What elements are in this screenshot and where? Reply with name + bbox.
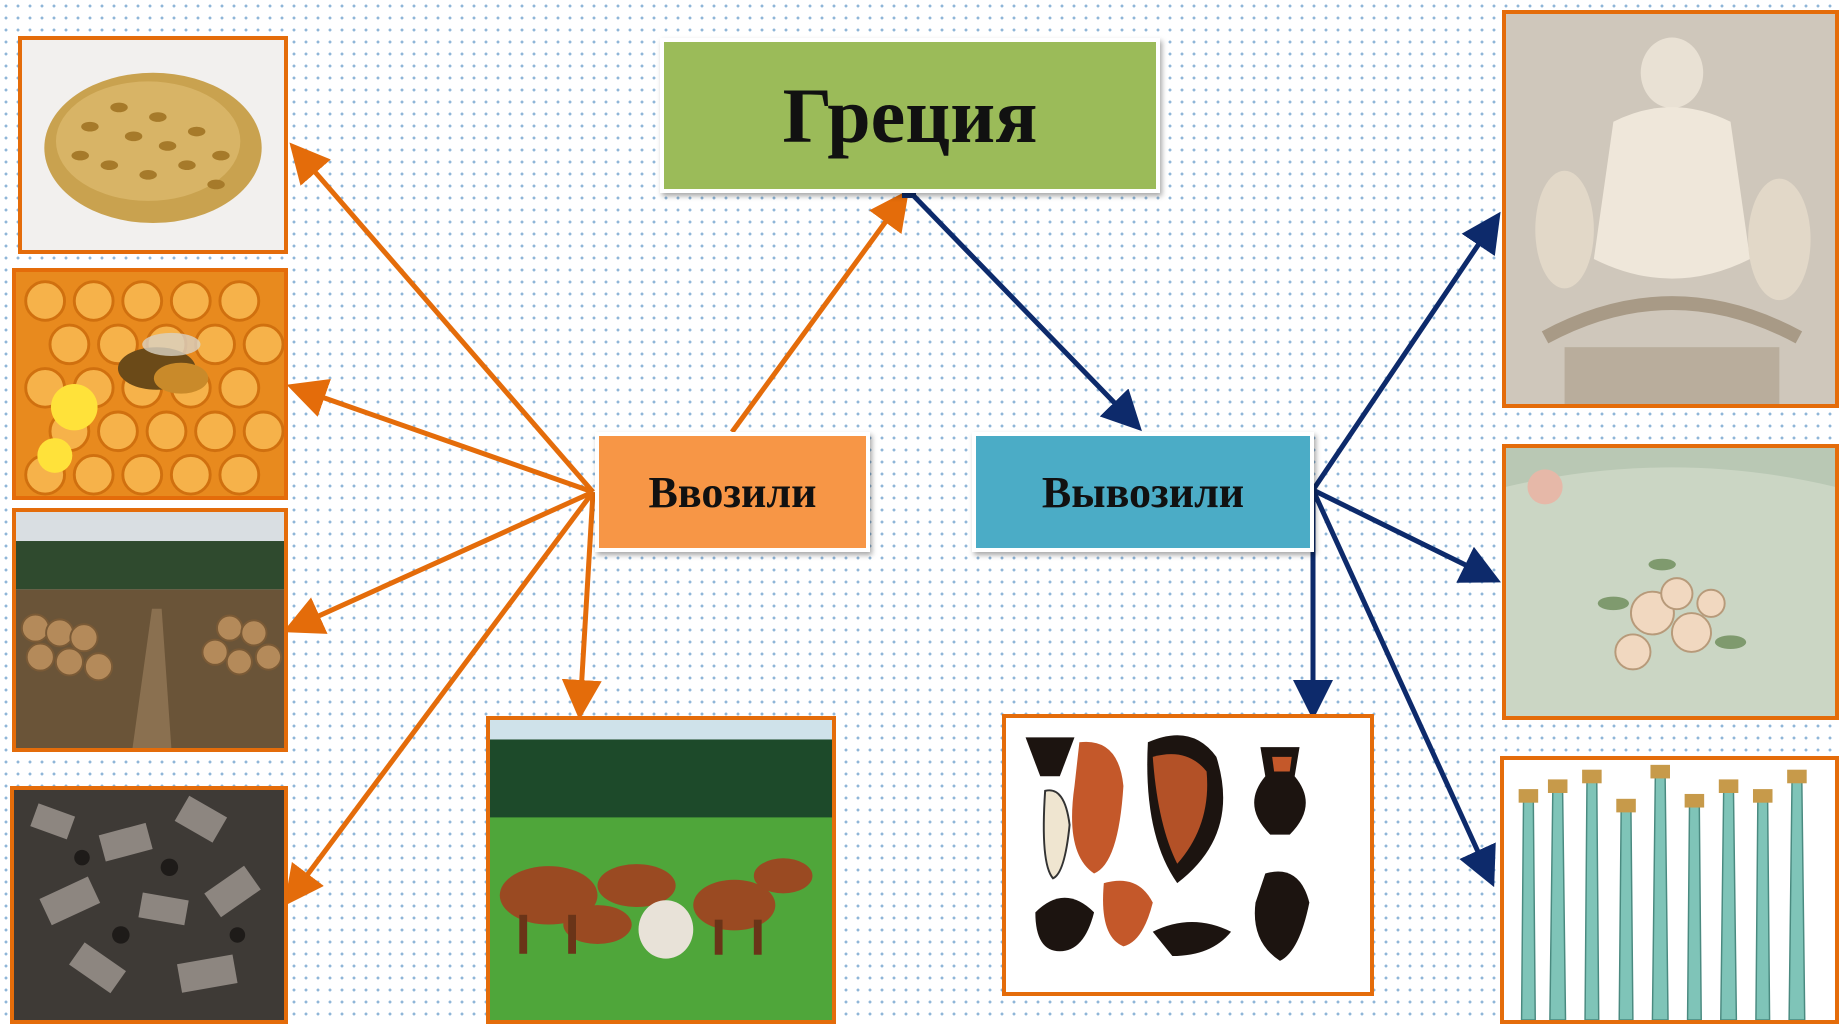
- honeycomb-bee-photo: [12, 268, 288, 500]
- arrow-import-honey: [286, 379, 594, 495]
- import-label: Ввозили: [648, 467, 817, 517]
- export-box: Вывозили: [972, 432, 1314, 552]
- grain-photo: [18, 36, 288, 254]
- arrow-greece-to-export: [907, 189, 1142, 432]
- painted-vases-photo: [1002, 714, 1374, 996]
- metal-ore-photo: [10, 786, 288, 1024]
- arrow-import-grain: [289, 142, 595, 494]
- embroidered-fabric-photo: [1502, 444, 1839, 720]
- import-box: Ввозили: [595, 432, 870, 552]
- arrow-import-timber: [282, 489, 595, 634]
- arrow-import-to-greece: [729, 189, 909, 434]
- arrow-import-cattle: [561, 491, 602, 720]
- greece-title-label: Греция: [782, 71, 1038, 159]
- cattle-herd-photo: [486, 716, 836, 1024]
- bronze-swords-photo: [1500, 756, 1839, 1024]
- export-label: Вывозили: [1041, 467, 1245, 517]
- greece-title-box: Греция: [660, 38, 1160, 193]
- arrow-export-sculpture: [1310, 211, 1501, 492]
- arrow-export-fabric: [1311, 487, 1501, 583]
- marble-sculpture-photo: [1502, 10, 1839, 408]
- timber-logs-photo: [12, 508, 288, 752]
